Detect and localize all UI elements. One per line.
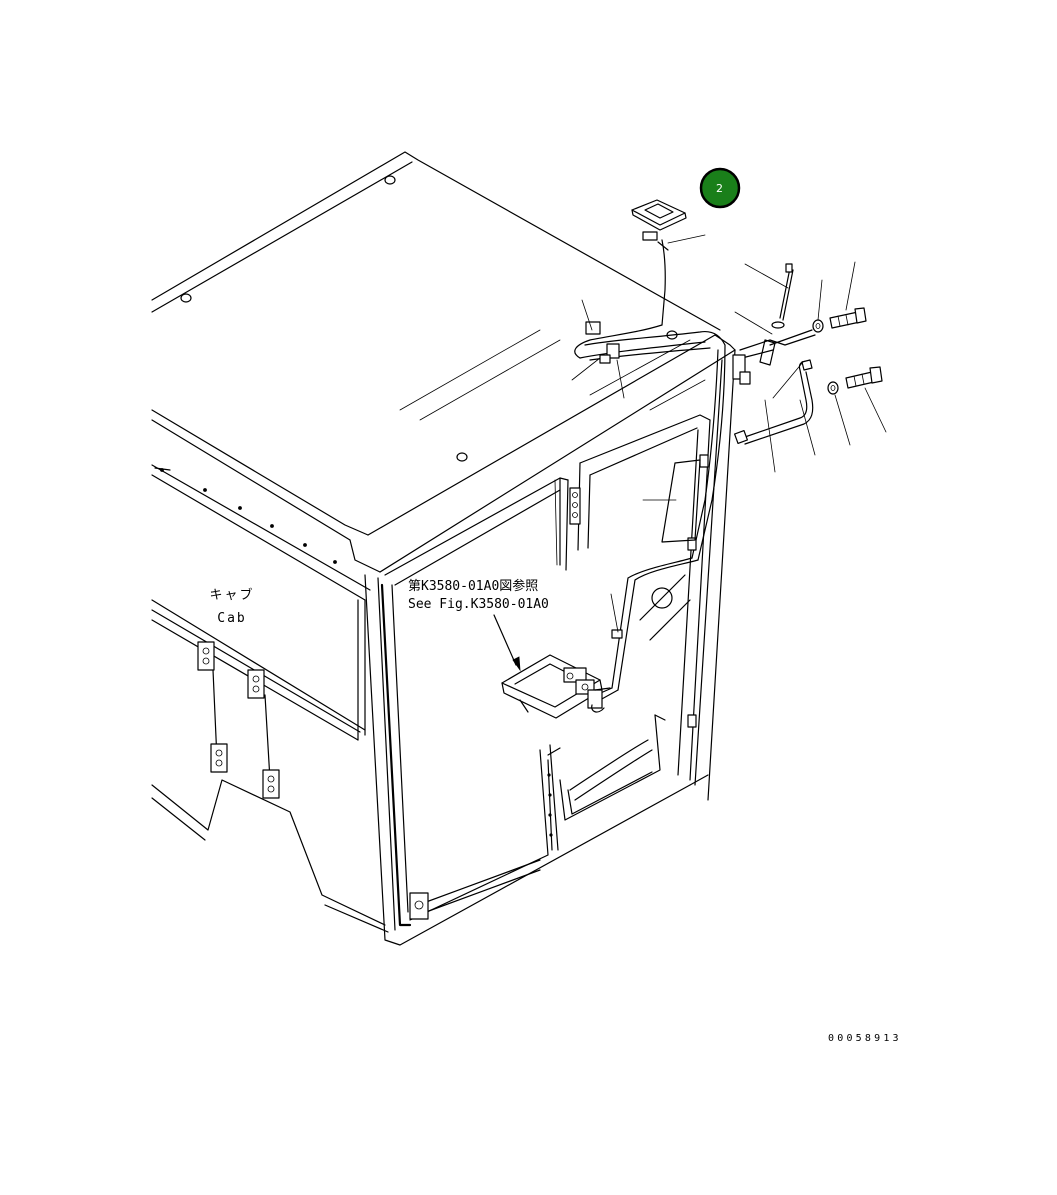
callout-number: 2	[716, 182, 723, 195]
reference-note-jp: 第K3580-01A0図参照	[408, 578, 538, 594]
controller-box	[501, 654, 611, 719]
callout-2[interactable]: 2	[699, 167, 741, 209]
mount-hardware	[732, 263, 883, 445]
cab-label-en: Cab	[217, 611, 246, 626]
cab-front-frame	[364, 349, 736, 946]
cab-roof	[151, 151, 736, 573]
warning-lamp-assembly	[574, 199, 726, 701]
labels: キャブ Cab 第K3580-01A0図参照 See Fig.K3580-01A…	[209, 578, 902, 1044]
cab-label-jp: キャブ	[209, 587, 254, 603]
drawing-id: 00058913	[828, 1033, 902, 1044]
leader-lines	[493, 234, 887, 672]
cab-left-side	[151, 464, 389, 933]
reference-note-en: See Fig.K3580-01A0	[408, 597, 549, 612]
